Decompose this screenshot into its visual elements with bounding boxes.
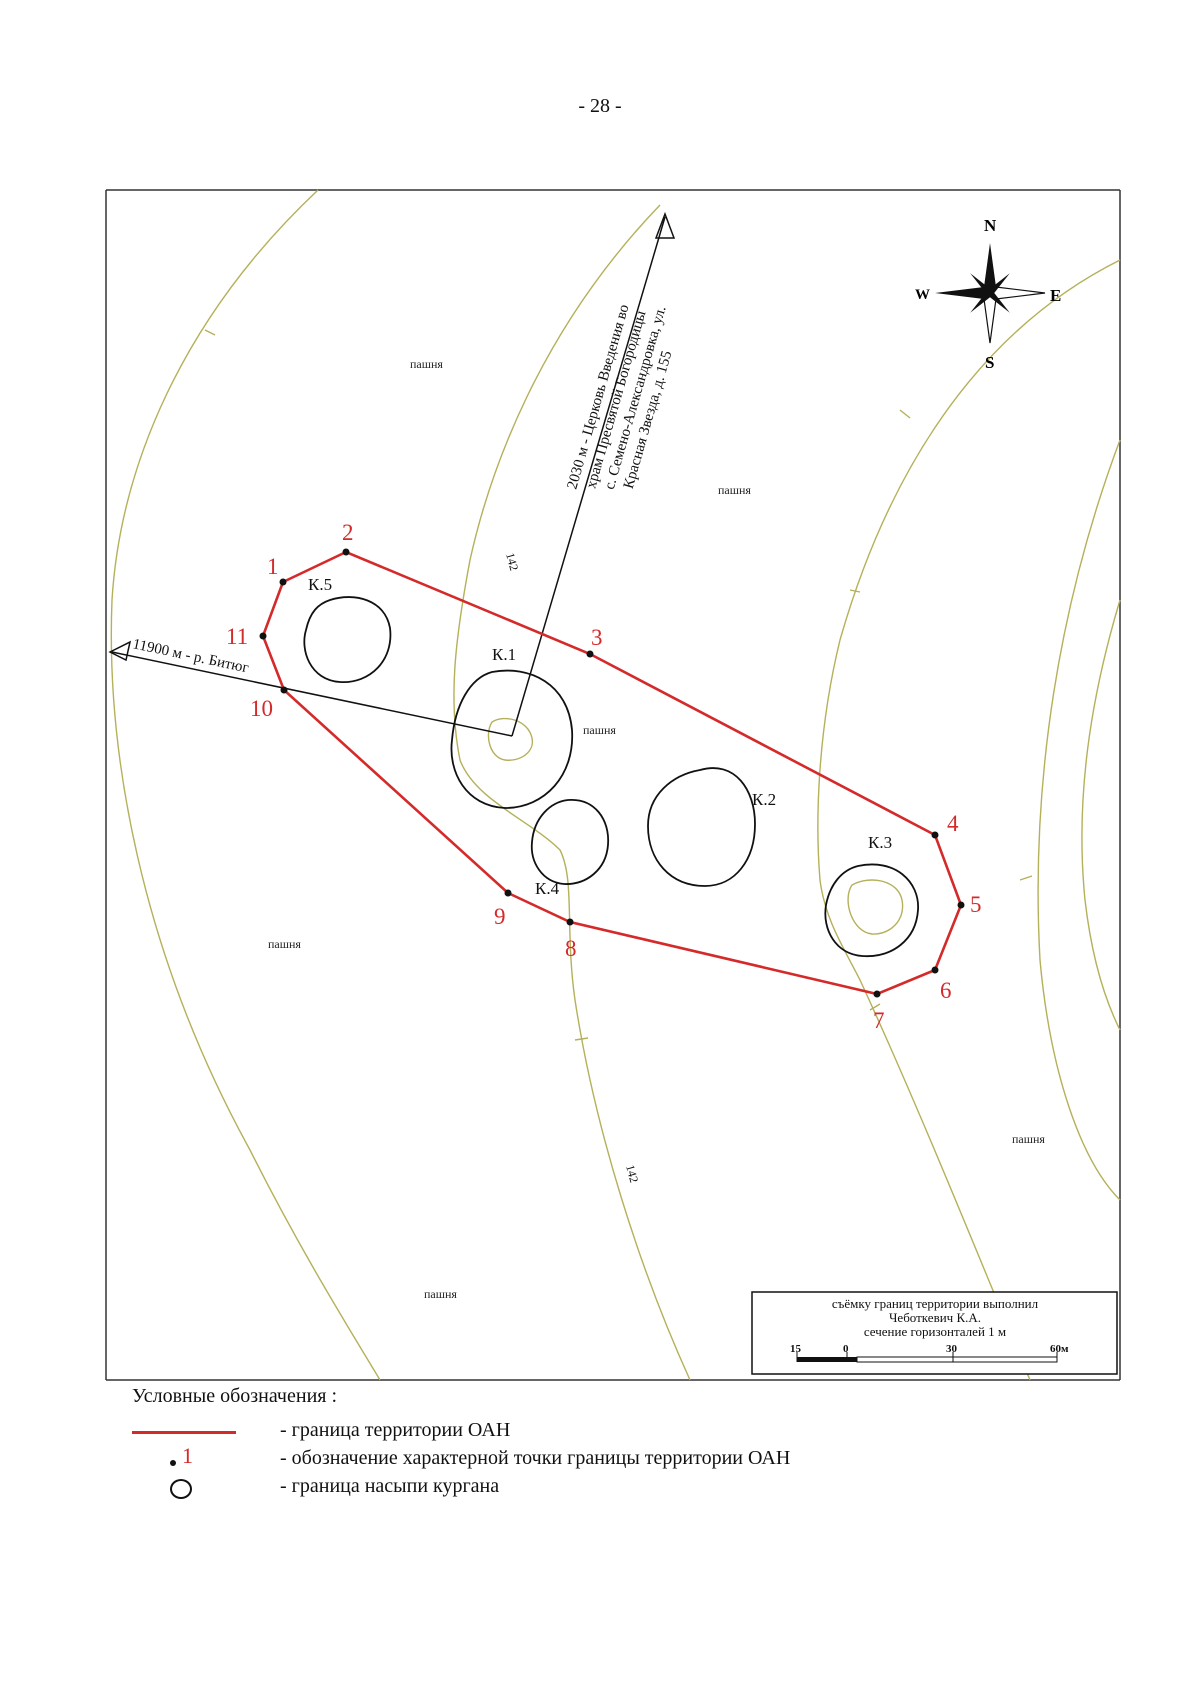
scale-tick-label: 30 [946, 1343, 958, 1355]
compass-rose-icon: N S W E [915, 216, 1061, 372]
boundary-points [259, 548, 965, 998]
field-label: пашня [1012, 1132, 1045, 1146]
mound-outline-k2 [647, 767, 756, 887]
survey-info-line: сечение горизонталей 1 м [864, 1324, 1006, 1339]
point-number: 10 [250, 696, 273, 721]
contour-line-inner-east [1037, 439, 1121, 1201]
survey-info-box: съёмку границ территории выполнил Чеботк… [751, 1291, 1118, 1375]
boundary-point-numbers: 1 2 3 4 5 6 7 8 9 10 11 [226, 520, 982, 1033]
contour-line-142-east [817, 259, 1121, 1381]
page-number: - 28 - [578, 95, 622, 117]
field-label: пашня [718, 483, 751, 497]
legend: Условные обозначения : - граница террито… [110, 1385, 1010, 1499]
direction-line-church [511, 216, 666, 737]
boundary-point [873, 990, 881, 998]
field-label: пашня [583, 723, 616, 737]
mound-outline-k1 [450, 669, 573, 809]
legend-text: - граница насыпи кургана [280, 1475, 500, 1497]
direction-line-river [111, 651, 513, 737]
legend-title: Условные обозначения : [132, 1385, 338, 1407]
compass-w: W [915, 287, 930, 303]
contour-summit-k3 [847, 879, 904, 935]
compass-n: N [984, 216, 997, 235]
mound-circle-icon [170, 1479, 192, 1499]
contour-label-upper: 142 [503, 551, 521, 572]
legend-row-point: 1 - обозначение характерной точки границ… [110, 1443, 1010, 1475]
point-number: 5 [970, 892, 982, 917]
boundary-point [931, 831, 939, 839]
mound-outlines [303, 596, 919, 957]
direction-label-church: 2030 м - Церковь Введения во храм Пресвя… [564, 303, 675, 492]
scale-bar: 15 0 30 60м [790, 1343, 1069, 1363]
scale-tick-label: 60м [1050, 1343, 1069, 1355]
boundary-point [259, 632, 267, 640]
boundary-point [504, 889, 512, 897]
arrow-head-river [108, 640, 132, 662]
legend-row-mound: - граница насыпи кургана [110, 1475, 1010, 1503]
mound-outline-k5 [303, 596, 392, 683]
compass-e: E [1050, 286, 1061, 305]
mound-outline-k3 [824, 863, 919, 957]
map-frame [105, 189, 1121, 1381]
point-symbol-icon [170, 1460, 176, 1466]
survey-info-line: Чеботкевич К.А. [889, 1310, 981, 1325]
mound-label: К.5 [308, 575, 332, 594]
mound-outline-k4 [530, 799, 609, 885]
direction-lines [108, 211, 676, 737]
boundary-point [957, 901, 965, 909]
point-number: 9 [494, 904, 506, 929]
field-labels: пашня пашня пашня пашня пашня пашня [268, 357, 1045, 1301]
boundary-point [931, 966, 939, 974]
point-number: 4 [947, 811, 959, 836]
point-number: 8 [565, 936, 577, 961]
mound-labels: К.5 К.1 К.2 К.3 К.4 [308, 575, 892, 898]
boundary-point [280, 686, 288, 694]
point-number: 7 [873, 1008, 885, 1033]
scale-tick-label: 0 [843, 1343, 849, 1355]
point-number: 3 [591, 625, 603, 650]
contour-line-far-east [1081, 599, 1121, 1031]
arrow-head-church [654, 211, 676, 239]
contour-ticks [204, 329, 1033, 1041]
point-number: 11 [226, 624, 248, 649]
field-label: пашня [424, 1287, 457, 1301]
boundary-point [342, 548, 350, 556]
contour-line-142 [453, 204, 691, 1381]
field-label: пашня [410, 357, 443, 371]
field-label: пашня [268, 937, 301, 951]
legend-text: - граница территории ОАН [280, 1419, 511, 1441]
boundary-point [586, 650, 594, 658]
scale-tick-label: 15 [790, 1343, 802, 1355]
contour-line-outer-left [110, 189, 381, 1381]
boundary-point [566, 918, 574, 926]
legend-text: - обозначение характерной точки границы … [280, 1447, 791, 1469]
mound-label: К.1 [492, 645, 516, 664]
point-symbol-number: 1 [182, 1443, 193, 1468]
boundary-point [279, 578, 287, 586]
contour-lines [110, 189, 1121, 1381]
mound-label: К.2 [752, 790, 776, 809]
mound-label: К.3 [868, 833, 892, 852]
territory-boundary [261, 550, 963, 996]
boundary-line-symbol [132, 1431, 236, 1434]
compass-s: S [985, 353, 994, 372]
legend-row-boundary: - граница территории ОАН [110, 1419, 1010, 1447]
mound-label: К.4 [535, 879, 560, 898]
point-number: 1 [267, 554, 279, 579]
survey-info-line: съёмку границ территории выполнил [832, 1296, 1039, 1311]
contour-label-lower: 142 [623, 1163, 641, 1184]
point-number: 6 [940, 978, 952, 1003]
contour-summit-k1 [487, 717, 534, 761]
point-number: 2 [342, 520, 354, 545]
